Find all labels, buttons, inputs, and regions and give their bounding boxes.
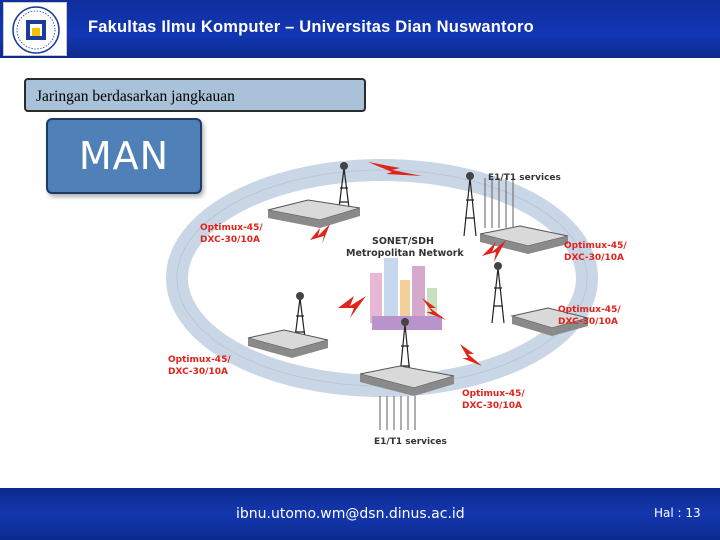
man-heading-box: MAN <box>46 118 202 194</box>
center-label-line1: SONET/SDH <box>372 236 434 247</box>
logo-container <box>3 2 67 56</box>
node-right-mid-label-2: DXC-30/10A <box>558 317 618 327</box>
optimux-device-icons <box>247 199 590 396</box>
diagram-graphic <box>166 159 598 430</box>
node-left-top-label-1: Optimux-45/ <box>200 223 263 233</box>
top-services-label: E1/T1 services <box>488 173 561 183</box>
header-title: Fakultas Ilmu Komputer – Universitas Dia… <box>88 18 534 36</box>
node-left-bottom-label-1: Optimux-45/ <box>168 355 231 365</box>
footer-email: ibnu.utomo.wm@dsn.dinus.ac.id <box>236 506 465 522</box>
antenna-tower-icon <box>293 167 505 387</box>
wireless-link-bolt-icons <box>310 162 506 366</box>
man-heading-text: MAN <box>78 134 170 178</box>
node-left-top-label-2: DXC-30/10A <box>200 235 260 245</box>
node-right-top-label-2: DXC-30/10A <box>564 253 624 263</box>
subtitle-text: Jaringan berdasarkan jangkauan <box>36 88 235 105</box>
page-number: Hal : 13 <box>654 506 701 520</box>
footer-bar: ibnu.utomo.wm@dsn.dinus.ac.id Hal : 13 <box>0 488 720 540</box>
node-left-bottom-label-2: DXC-30/10A <box>168 367 228 377</box>
university-logo-icon <box>12 6 60 54</box>
header-bar: Fakultas Ilmu Komputer – Universitas Dia… <box>0 0 720 58</box>
bottom-services-label: E1/T1 services <box>374 437 447 447</box>
city-skyline-icon <box>370 258 442 330</box>
center-label-line2: Metropolitan Network <box>346 248 464 259</box>
node-right-top-label-1: Optimux-45/ <box>564 241 627 251</box>
node-bottom-label-1: Optimux-45/ <box>462 389 525 399</box>
node-right-mid-label-1: Optimux-45/ <box>558 305 621 315</box>
man-network-diagram: E1/T1 services SONET/SDH Metropolitan Ne… <box>160 148 660 456</box>
node-bottom-label-2: DXC-30/10A <box>462 401 522 411</box>
subtitle-box: Jaringan berdasarkan jangkauan <box>24 78 366 112</box>
